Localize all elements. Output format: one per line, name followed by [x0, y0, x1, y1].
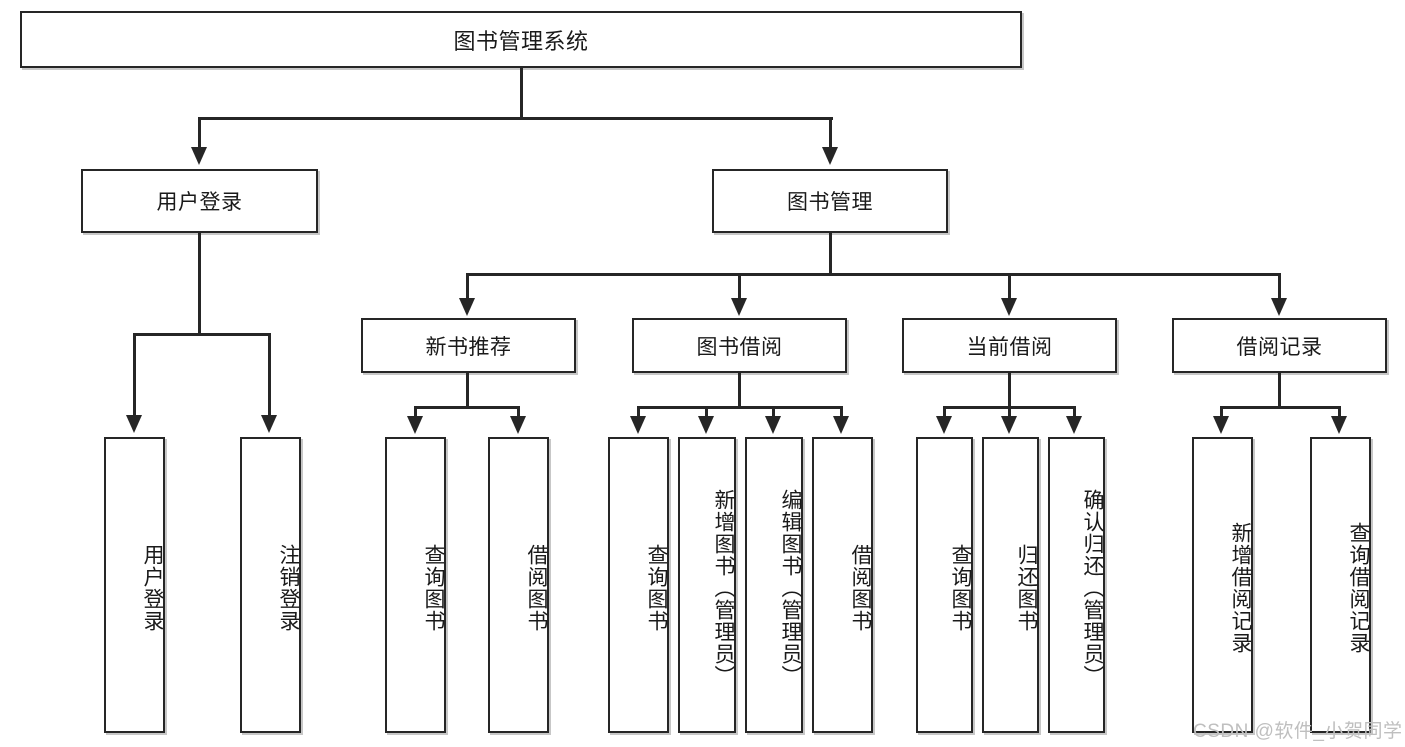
arrow-book-borrow-leaf-4 [833, 416, 849, 434]
leaf-borrow-record-query-record[interactable]: 查询借阅记录 [1310, 437, 1371, 733]
leaf-current-borrow-confirm-return[interactable]: 确认归还（管理员） [1048, 437, 1105, 733]
leaf-current-borrow-return-book[interactable]: 归还图书 [982, 437, 1039, 733]
node-user-login[interactable]: 用户登录 [81, 169, 318, 233]
node-label: 新书推荐 [425, 335, 512, 359]
node-book-borrow[interactable]: 图书借阅 [632, 318, 847, 373]
edge-root-bus [198, 117, 833, 120]
edge-book-borrow-stem [738, 373, 741, 408]
edge-new-book-drop-2 [517, 406, 520, 418]
leaf-book-borrow-edit-book[interactable]: 编辑图书（管理员） [745, 437, 803, 733]
edge-book-borrow-bus [637, 406, 843, 409]
node-label: 确认归还（管理员） [1081, 489, 1104, 687]
edge-root-to-user-login [198, 117, 201, 149]
edge-borrow-record-drop-1 [1220, 406, 1223, 418]
node-label: 图书管理系统 [453, 28, 589, 54]
node-new-book-recommend[interactable]: 新书推荐 [361, 318, 576, 373]
edge-book-mgmt-stem [829, 233, 832, 275]
arrow-current-borrow-leaf-3 [1066, 416, 1082, 434]
node-label: 查询图书 [422, 544, 445, 632]
edge-book-mgmt-drop-2 [738, 273, 741, 300]
node-label: 用户登录 [141, 544, 164, 632]
leaf-borrow-record-add-record[interactable]: 新增借阅记录 [1192, 437, 1253, 733]
node-current-borrow[interactable]: 当前借阅 [902, 318, 1117, 373]
edge-book-mgmt-drop-3 [1008, 273, 1011, 300]
leaf-new-book-query-book[interactable]: 查询图书 [385, 437, 446, 733]
node-label: 查询借阅记录 [1347, 522, 1370, 654]
node-label: 用户登录 [156, 191, 243, 214]
arrow-book-borrow-leaf-2 [698, 416, 714, 434]
node-root-system[interactable]: 图书管理系统 [20, 11, 1022, 68]
edge-current-borrow-drop-1 [943, 406, 946, 418]
arrow-borrow-record-leaf-2 [1331, 416, 1347, 434]
arrow-current-borrow-leaf-1 [936, 416, 952, 434]
arrow-book-borrow-leaf-1 [630, 416, 646, 434]
edge-root-stem [520, 68, 523, 119]
node-book-management[interactable]: 图书管理 [712, 169, 948, 233]
arrow-current-borrow-leaf-2 [1001, 416, 1017, 434]
arrow-borrow-record-leaf-1 [1213, 416, 1229, 434]
edge-user-login-bus [133, 333, 270, 336]
leaf-book-borrow-query-book[interactable]: 查询图书 [608, 437, 669, 733]
node-label: 归还图书 [1015, 544, 1038, 632]
node-label: 注销登录 [277, 544, 300, 632]
edge-book-mgmt-bus [466, 273, 1281, 276]
leaf-current-borrow-query-book[interactable]: 查询图书 [916, 437, 973, 733]
edge-user-login-drop-1 [133, 333, 136, 417]
csdn-watermark: CSDN @软件_小贺同学 [1193, 716, 1402, 743]
edge-book-mgmt-drop-1 [466, 273, 469, 300]
node-label: 借阅图书 [525, 544, 548, 632]
node-label: 借阅图书 [849, 544, 872, 632]
arrow-new-book-leaf-1 [407, 416, 423, 434]
edge-book-mgmt-drop-4 [1278, 273, 1281, 300]
node-borrow-record[interactable]: 借阅记录 [1172, 318, 1387, 373]
edge-new-book-bus [414, 406, 520, 409]
node-label: 新增图书（管理员） [712, 489, 735, 687]
node-label: 图书借阅 [696, 335, 783, 359]
edge-root-to-book-mgmt [829, 117, 832, 149]
arrow-book-mgmt-to-borrow-record [1271, 298, 1287, 316]
edge-new-book-stem [466, 373, 469, 408]
node-label: 查询图书 [645, 544, 668, 632]
node-label: 查询图书 [949, 544, 972, 632]
edge-user-login-drop-2 [268, 333, 271, 417]
edge-book-borrow-drop-2 [705, 406, 708, 418]
edge-book-borrow-drop-4 [840, 406, 843, 418]
edge-user-login-stem [198, 233, 201, 335]
node-label: 图书管理 [787, 191, 873, 214]
arrow-book-mgmt-to-current-borrow [1001, 298, 1017, 316]
node-label: 新增借阅记录 [1229, 522, 1252, 654]
arrow-user-login-leaf-2 [261, 415, 277, 433]
node-label: 借阅记录 [1236, 335, 1323, 359]
leaf-book-borrow-borrow-book[interactable]: 借阅图书 [812, 437, 873, 733]
node-label: 当前借阅 [966, 335, 1053, 359]
leaf-new-book-borrow-book[interactable]: 借阅图书 [488, 437, 549, 733]
leaf-user-login-login[interactable]: 用户登录 [104, 437, 165, 733]
leaf-book-borrow-add-book[interactable]: 新增图书（管理员） [678, 437, 736, 733]
arrow-book-mgmt-to-new-book [459, 298, 475, 316]
edge-borrow-record-stem [1278, 373, 1281, 408]
arrow-new-book-leaf-2 [510, 416, 526, 434]
edge-borrow-record-drop-2 [1338, 406, 1341, 418]
leaf-user-login-logout[interactable]: 注销登录 [240, 437, 301, 733]
edge-current-borrow-drop-3 [1073, 406, 1076, 418]
edge-book-borrow-drop-3 [772, 406, 775, 418]
arrow-user-login-leaf-1 [126, 415, 142, 433]
arrow-root-to-user-login [191, 147, 207, 165]
node-label: 编辑图书（管理员） [779, 489, 802, 687]
edge-borrow-record-bus [1220, 406, 1341, 409]
edge-current-borrow-stem [1008, 373, 1011, 408]
arrow-book-mgmt-to-book-borrow [731, 298, 747, 316]
edge-current-borrow-drop-2 [1008, 406, 1011, 418]
edge-new-book-drop-1 [414, 406, 417, 418]
edge-book-borrow-drop-1 [637, 406, 640, 418]
arrow-root-to-book-mgmt [822, 147, 838, 165]
watermark-text: CSDN @软件_小贺同学 [1193, 721, 1403, 742]
arrow-book-borrow-leaf-3 [765, 416, 781, 434]
